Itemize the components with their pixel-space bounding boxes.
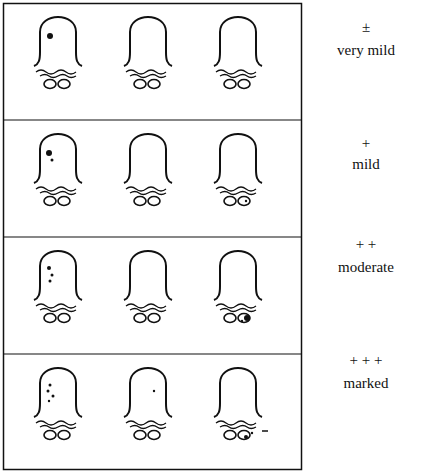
villus xyxy=(124,17,172,89)
villus xyxy=(214,368,268,440)
villus xyxy=(34,17,82,89)
villus xyxy=(124,251,172,323)
villus xyxy=(214,251,262,323)
severity-label: very mild xyxy=(337,42,395,59)
villus xyxy=(34,134,82,206)
villus xyxy=(34,368,82,440)
row-divider xyxy=(4,119,302,120)
row-divider xyxy=(4,353,302,354)
villus xyxy=(124,368,172,440)
severity-symbol: + + + xyxy=(350,352,383,369)
severity-symbol: + xyxy=(362,135,370,152)
frame xyxy=(4,4,302,470)
severity-label: mild xyxy=(352,156,380,173)
severity-symbol: ± xyxy=(362,19,370,36)
severity-label: marked xyxy=(344,375,389,392)
villus xyxy=(124,134,172,206)
villus xyxy=(34,251,82,323)
villus xyxy=(214,134,262,206)
severity-label: moderate xyxy=(338,259,394,276)
row-divider xyxy=(4,236,302,237)
severity-symbol: + + xyxy=(356,236,377,253)
villus xyxy=(214,17,262,89)
